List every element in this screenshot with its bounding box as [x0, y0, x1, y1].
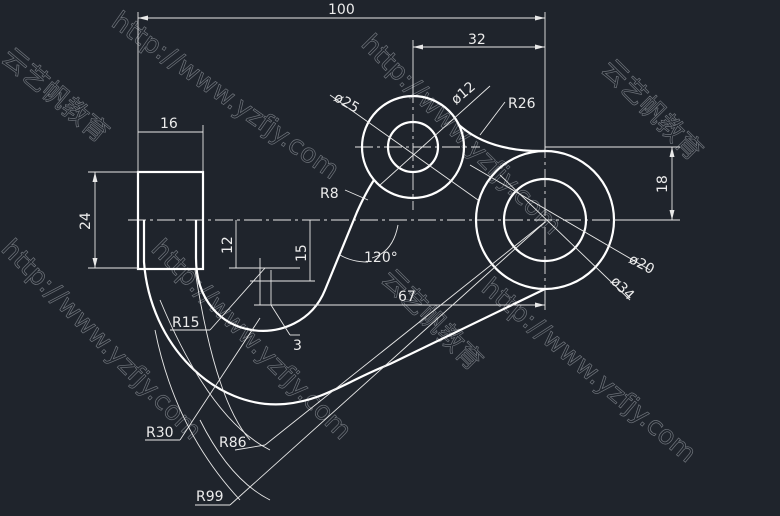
dim-67: 67: [398, 289, 416, 305]
dim-16: 16: [160, 116, 178, 132]
center-lines: [128, 85, 640, 300]
dim-r26: R26: [508, 96, 536, 112]
dimension-lines: [88, 12, 680, 506]
dim-3: 3: [293, 338, 302, 354]
dim-dia-25: ø25: [331, 90, 362, 117]
dim-r15: R15: [172, 315, 200, 331]
dim-32: 32: [468, 32, 486, 48]
watermark-brand: 云艺帆教育: [0, 42, 114, 149]
dim-r99: R99: [196, 489, 224, 505]
dim-12: 12: [220, 236, 236, 254]
dim-18: 18: [655, 175, 671, 193]
dim-dia-12: ø12: [448, 79, 479, 108]
watermarks: http://www.yzfjy.com http://www.yzfjy.co…: [0, 6, 709, 470]
dim-100: 100: [328, 2, 355, 18]
dim-dia-34: ø34: [607, 274, 637, 304]
hook-outer-edge: [142, 220, 546, 406]
dim-120-angle: 120°: [364, 250, 398, 266]
dim-15: 15: [294, 244, 310, 262]
large-hole: [502, 177, 588, 263]
dim-dia-20: ø20: [626, 251, 657, 278]
dim-r30: R30: [146, 425, 174, 441]
small-hole: [386, 120, 440, 174]
dim-24: 24: [78, 212, 94, 230]
dim-r86: R86: [219, 435, 247, 451]
watermark-url: http://www.yzfjy.com: [476, 272, 702, 469]
slot-rect: [136, 170, 205, 271]
watermark-url: http://www.yzfjy.com: [106, 6, 345, 186]
watermark-brand: 云艺帆教育: [595, 54, 708, 167]
hook-inner-edge: [194, 179, 375, 332]
dim-r8: R8: [320, 186, 339, 202]
r26-arc: [457, 123, 546, 153]
